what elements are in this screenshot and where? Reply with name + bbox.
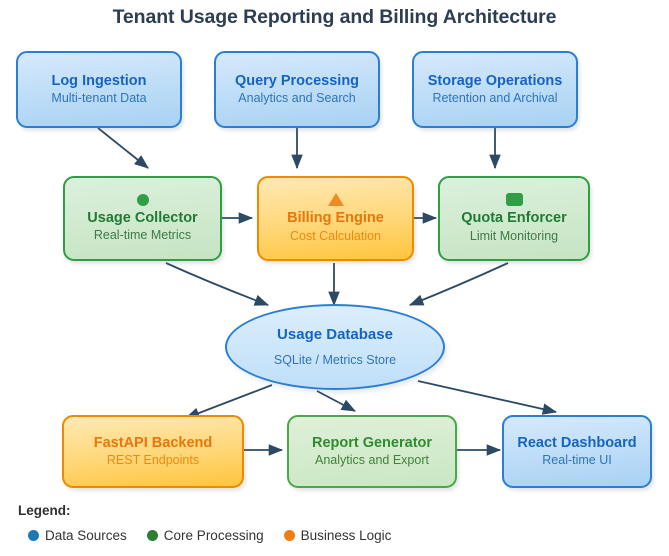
node-title: Query Processing (234, 72, 360, 89)
node-title: Log Ingestion (51, 72, 147, 89)
node-fastapi-backend[interactable]: FastAPI Backend REST Endpoints (62, 415, 244, 488)
node-log-ingestion[interactable]: Log Ingestion Multi-tenant Data (16, 51, 182, 128)
node-react-dashboard[interactable]: React Dashboard Real-time UI (502, 415, 652, 488)
edge-quota-enforcer-usage-database (408, 262, 509, 306)
node-title: Report Generator (311, 434, 433, 451)
node-usage-database[interactable]: Usage Database SQLite / Metrics Store (225, 304, 445, 390)
node-subtitle: Cost Calculation (289, 228, 381, 243)
node-usage-collector[interactable]: Usage Collector Real-time Metrics (63, 176, 222, 261)
legend-heading: Legend: (18, 503, 71, 518)
legend-item-data-sources: Data Sources (28, 528, 127, 543)
node-title: React Dashboard (517, 434, 637, 451)
legend-item-core-processing: Core Processing (146, 528, 264, 543)
edge-log-ingestion-usage-collector (97, 127, 149, 169)
edge-usage-database-react-dashboard (417, 380, 558, 415)
node-subtitle: Analytics and Search (238, 91, 356, 106)
triangle-marker-icon (327, 193, 344, 207)
node-title: Storage Operations (427, 72, 563, 89)
legend: Data Sources Core Processing Business Lo… (28, 528, 405, 543)
node-report-generator[interactable]: Report Generator Analytics and Export (287, 415, 457, 488)
node-subtitle: Real-time UI (542, 453, 612, 468)
node-storage-operations[interactable]: Storage Operations Retention and Archiva… (412, 51, 578, 128)
legend-label: Data Sources (45, 528, 127, 543)
node-title: Usage Collector (87, 209, 198, 226)
edge-usage-database-report-generator (316, 390, 356, 412)
page-title: Tenant Usage Reporting and Billing Archi… (112, 6, 557, 28)
node-title: Billing Engine (287, 210, 384, 227)
node-subtitle: Analytics and Export (315, 453, 429, 468)
node-quota-enforcer[interactable]: Quota Enforcer Limit Monitoring (438, 176, 590, 261)
square-marker-icon (505, 193, 523, 207)
node-subtitle: SQLite / Metrics Store (273, 352, 397, 367)
legend-label: Business Logic (300, 528, 392, 543)
node-subtitle: Retention and Archival (432, 91, 558, 106)
circle-marker-icon (136, 193, 149, 206)
legend-dot-icon (283, 530, 295, 541)
node-subtitle: Multi-tenant Data (51, 91, 147, 106)
node-billing-engine[interactable]: Billing Engine Cost Calculation (257, 176, 414, 261)
legend-item-business-logic: Business Logic (283, 528, 392, 543)
edge-usage-collector-usage-database (165, 262, 270, 306)
edge-usage-database-fastapi-backend (184, 384, 273, 419)
node-subtitle: REST Endpoints (106, 453, 200, 468)
legend-label: Core Processing (163, 528, 264, 543)
legend-dot-icon (146, 530, 158, 541)
legend-dot-icon (28, 530, 39, 541)
node-title: Usage Database (277, 326, 393, 344)
node-title: FastAPI Backend (93, 434, 213, 451)
node-subtitle: Limit Monitoring (469, 228, 559, 243)
node-query-processing[interactable]: Query Processing Analytics and Search (214, 51, 380, 128)
node-subtitle: Real-time Metrics (93, 228, 192, 243)
node-title: Quota Enforcer (461, 210, 567, 227)
